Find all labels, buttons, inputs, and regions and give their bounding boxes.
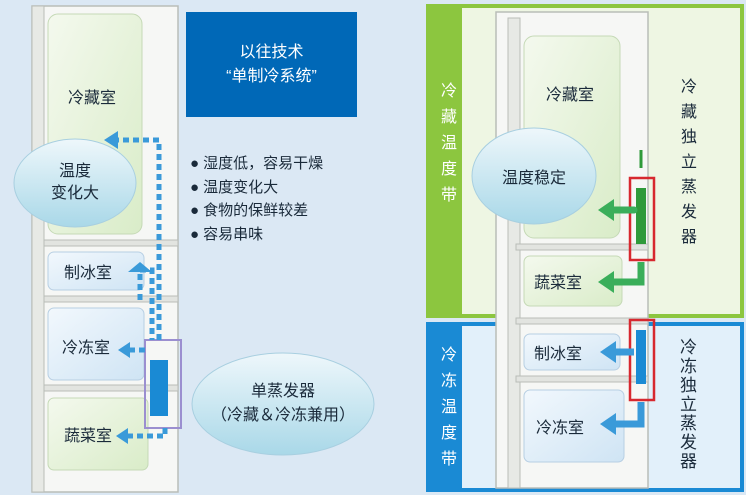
right-bubble [471,127,597,225]
issue-item: ●容易串味 [190,225,264,243]
fridge-evaporator-label: 冷藏独立蒸发器 [678,78,695,253]
left-airflow-vegetable [128,428,168,439]
prior-art-title: 以往技术 “单制冷系统” [186,12,357,117]
right-arrowhead-ice [600,341,616,363]
bullet-dot-icon: ● [190,225,200,243]
single-evaporator-line2: （冷藏＆冷冻兼用） [210,407,356,424]
freezer-evaporator-label: 冷冻独立蒸发器 [677,338,696,471]
right-arrowhead-fridge [598,199,614,221]
bullet-dot-icon: ● [190,202,200,219]
right-door-strip [507,17,521,489]
left-arrowhead-fridge [104,131,118,149]
left-arrowhead-freezer [118,342,130,358]
left-arrowhead-vegetable [116,428,128,444]
left-evaporator-bubble [191,352,375,456]
right-divider-2 [515,317,649,325]
left-bubble [13,138,137,228]
prior-art-title-line2: “单制冷系统” [226,67,317,85]
left-fridge-compartment-label: 冷藏室 [67,90,117,107]
right-airflow-freezer [614,402,645,428]
right-freezer-label: 冷冻室 [535,420,585,437]
right-divider-1 [515,243,649,251]
freezer-band-label: 冷冻温度带 [438,346,455,476]
left-bubble-label: 温度 变化大 [51,161,99,205]
prior-art-issue-list: ●湿度低，容易干燥 ●温度变化大 ●食物的保鲜较差 ●容易串味 [190,152,323,246]
issue-item: ●湿度低，容易干燥 [190,155,324,172]
right-fridge [426,4,744,492]
issue-item: ●食物的保鲜较差 [190,202,309,219]
freezer-evaporator-outline [628,318,656,402]
fridge-evaporator [636,188,646,244]
right-divider-3 [515,375,649,383]
right-arrowhead-vegetable [598,271,614,293]
right-arrowhead-freezer [600,413,616,435]
left-bubble-line1: 温度 [58,163,92,180]
single-evaporator-line1: 单蒸发器 [250,383,316,400]
bullet-dot-icon: ● [190,155,200,172]
left-door-strip [31,5,45,493]
left-airflow-fridge [115,137,162,340]
issue-item: ●温度变化大 [190,178,279,196]
left-fridge [13,5,375,493]
right-bubble-label: 温度稳定 [501,170,567,187]
freezer-evaporator [636,330,646,384]
right-fridge-compartment-label: 冷藏室 [545,87,595,104]
left-divider-2 [43,295,179,303]
left-freezer-label: 冷冻室 [61,340,111,357]
left-evaporator [150,360,168,416]
left-vegetable-label: 蔬菜室 [63,428,113,445]
fridge-evaporator-outline [628,176,656,262]
bullet-dot-icon: ● [190,178,200,196]
right-airflow-vegetable [612,262,645,286]
left-divider-1 [43,239,179,247]
fridge-band-label: 冷藏温度带 [438,82,455,212]
right-ice-label: 制冰室 [533,346,583,363]
left-ice-label: 制冰室 [63,265,113,282]
prior-art-title-line1: 以往技术 [239,43,304,61]
left-divider-3 [43,384,179,392]
left-arrowhead-ice [128,262,152,272]
single-evaporator-label: 单蒸发器 （冷藏＆冷冻兼用） [211,380,355,428]
right-vegetable-label: 蔬菜室 [533,275,583,292]
left-bubble-line2: 变化大 [50,185,100,202]
